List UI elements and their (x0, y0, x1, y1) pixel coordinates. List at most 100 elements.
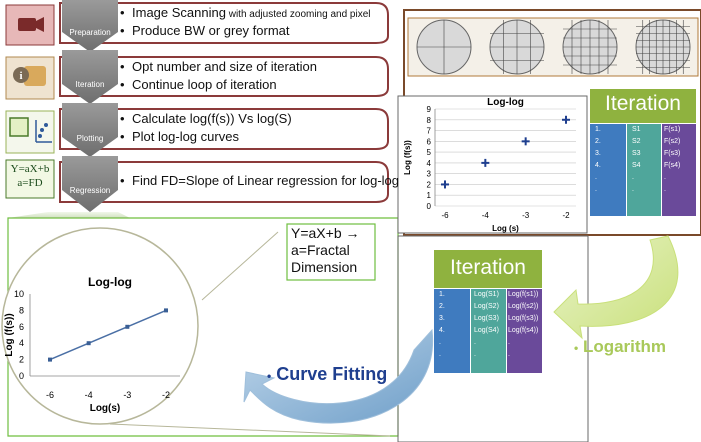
zoom-circle (1, 227, 199, 425)
table2-cell: Log(f(s1)) (508, 291, 539, 298)
chart1-xlabel: Log (s) (492, 224, 519, 233)
chart1-ytick: 5 (427, 148, 432, 157)
fractal-image (416, 19, 472, 75)
curve-fitting-arrow (243, 328, 434, 424)
chart2-xlabel: Log(s) (90, 403, 121, 414)
table2-cell: 2. (439, 303, 445, 310)
step-box-plotting (59, 108, 389, 150)
step-box-regression (59, 161, 389, 203)
table1-col1 (590, 124, 626, 216)
regression-icon-line1: Y=aX+b (10, 163, 50, 175)
chart1-ytick: 2 (427, 180, 432, 189)
fd-box (286, 223, 376, 281)
fractal-images (416, 19, 691, 75)
chart1-xtick: -2 (562, 211, 570, 220)
chart1-ytick: 1 (427, 191, 432, 200)
chart1-point (441, 180, 449, 189)
fd-line2: a=Fractal (291, 242, 350, 258)
table2-cell: . (474, 339, 476, 346)
chevron-plotting (62, 103, 118, 157)
chart1-ytick: 3 (427, 170, 432, 179)
table1-cell: . (664, 186, 666, 193)
chart2-xtick: -6 (46, 390, 54, 400)
fractal-image (489, 19, 545, 75)
table1-cell: . (632, 186, 634, 193)
zoom-line-bottom (109, 423, 391, 437)
step2-line2: •Continue loop of iteration (120, 77, 277, 92)
chart2-ytick: 4 (19, 338, 24, 348)
fd-line1: Y=aX+b (291, 225, 342, 241)
chart2-xtick: -3 (123, 390, 131, 400)
chart2-xtick: -4 (85, 390, 93, 400)
regression-icon-tile (5, 159, 55, 199)
table1-cell: F(s2) (664, 138, 681, 145)
chevron-label-plotting: Plotting (76, 134, 104, 143)
table1-cell: S2 (632, 138, 641, 145)
chart2-frame (397, 235, 589, 442)
step-box-iteration (59, 56, 389, 97)
table2-cell: Log(S1) (474, 291, 499, 298)
regression-icon: Y=aX+b a=FD (8, 162, 52, 190)
table1-cell: . (632, 174, 634, 181)
regression-icon-line2: a=FD (17, 177, 43, 189)
chart1-title: Log-log (487, 97, 524, 108)
chart2-ytick: 10 (14, 289, 24, 299)
table1-cell: 3. (595, 150, 601, 157)
chart1-ytick: 0 (427, 202, 432, 211)
fd-arrow: → (345, 225, 360, 241)
step3-line1: •Calculate log(f(s)) Vs log(S) (120, 111, 292, 126)
table2-cell: 4. (439, 327, 445, 334)
chart1-ytick: 8 (427, 116, 432, 125)
table2-cell: . (508, 351, 510, 358)
chart1-ylabel: Log (f(s)) (403, 140, 412, 175)
table2-cell: Log(S3) (474, 315, 499, 322)
step3-line2: •Plot log-log curves (120, 129, 239, 144)
table1-cell: S3 (632, 150, 641, 157)
fd-box-text: Y=aX+b → a=Fractal Dimension (291, 225, 360, 276)
chart2-ytick: 0 (19, 371, 24, 381)
table2-cell: . (508, 339, 510, 346)
table2-col2 (471, 289, 506, 373)
camera-icon (18, 17, 44, 32)
step4-line1: •Find FD=Slope of Linear regression for … (120, 173, 400, 188)
chart1-xtick: -3 (522, 211, 530, 220)
table2-cell: 1. (439, 291, 445, 298)
chevron-iteration (62, 50, 118, 104)
chart1-ytick: 9 (427, 105, 432, 114)
chart1-xtick: -4 (482, 211, 490, 220)
table2-cell: Log(f(s4)) (508, 327, 539, 334)
table2-col3 (507, 289, 542, 373)
chart2-point (48, 357, 52, 362)
chart2-ytick: 8 (19, 305, 24, 315)
table1-cell: 1. (595, 126, 601, 133)
table1-cell: S1 (632, 126, 641, 133)
iteration-table1-title: Iteration (605, 92, 681, 115)
table1-cell: . (595, 174, 597, 181)
chart2-point (164, 308, 168, 313)
chart1-xtick: -6 (441, 211, 449, 220)
table2-cell: . (474, 351, 476, 358)
table2-cell: . (439, 351, 441, 358)
table2-cell: Log(S4) (474, 327, 499, 334)
info-icon: i (13, 66, 46, 86)
chart1-point (562, 115, 570, 124)
table2-cell: Log(f(s3)) (508, 315, 539, 322)
chart2-xtick: -2 (162, 390, 170, 400)
table1-col2 (627, 124, 661, 216)
svg-text:i: i (19, 70, 22, 82)
table2-cell: 3. (439, 315, 445, 322)
chart2-ytick: 6 (19, 322, 24, 332)
chart1-point (521, 137, 530, 146)
chart2-series-line (49, 309, 167, 361)
fractal-image (635, 19, 691, 75)
step1-line1: •Image Scanning with adjusted zooming an… (120, 5, 371, 20)
curve-fitting-label: • Curve Fitting (267, 364, 388, 384)
table2-col1 (434, 289, 470, 373)
zoom-line-top (201, 231, 279, 301)
chevron-regression (62, 156, 118, 212)
chart2-title: Log-log (88, 275, 132, 289)
logarithm-label: • Logarithm (574, 337, 667, 356)
iteration-table2-header (434, 250, 542, 288)
